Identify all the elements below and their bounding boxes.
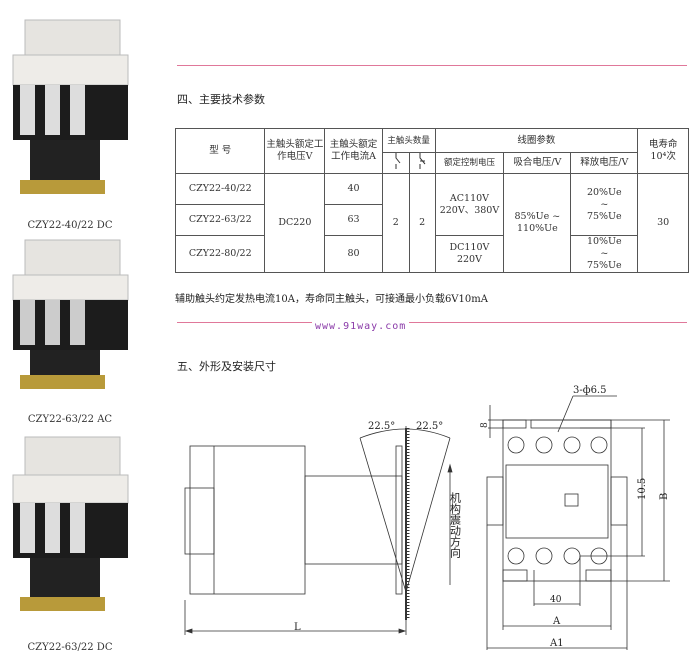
vibration-direction-label: 机构震动方向	[449, 491, 462, 558]
spec-table: 型 号 主触头额定工作电压V 主触头额定工作电流A 主触头数量 线圈参数 电寿命…	[174, 128, 689, 273]
dimension-drawing: 22.5° 22.5° L 机构震动方向 3-ф6.5 8 10	[184, 385, 670, 650]
photo-caption: CZY22-40/22 DC	[27, 220, 113, 231]
photo-caption: CZY22-63/22 DC	[27, 642, 113, 653]
product-photo-3	[12, 436, 129, 611]
hole-spec-label: 3-ф6.5	[573, 385, 606, 396]
nc-contact-symbol	[408, 152, 436, 174]
model-cell: CZY22-40/22	[174, 173, 266, 205]
dim-10-5: 10.5	[637, 478, 648, 500]
product-photo-1	[12, 19, 129, 194]
divider	[177, 322, 687, 323]
dim-L: L	[294, 622, 301, 633]
section-title-specs: 四、主要技术参数	[177, 93, 265, 106]
dim-A: A	[552, 616, 561, 627]
angle-right-label: 22.5°	[416, 421, 443, 432]
front-view	[486, 395, 670, 650]
angle-left-label: 22.5°	[368, 421, 395, 432]
section-title-dimensions: 五、外形及安装尺寸	[177, 360, 276, 373]
aux-contact-note: 辅助触头约定发热电流10A，寿命同主触头，可接通最小负载6V10mA	[175, 294, 488, 305]
dim-A1: A1	[549, 638, 564, 649]
product-photo-2	[12, 239, 129, 389]
model-cell: CZY22-80/22	[174, 235, 266, 273]
photo-caption: CZY22-63/22 AC	[27, 414, 113, 425]
no-contact-symbol	[381, 152, 410, 174]
website-watermark: www.91way.com	[312, 321, 410, 332]
side-view	[184, 426, 453, 635]
dim-40: 40	[550, 595, 562, 605]
model-cell: CZY22-63/22	[174, 204, 266, 236]
dim-B: B	[659, 493, 670, 500]
divider	[177, 65, 687, 66]
dim-8: 8	[480, 422, 490, 428]
